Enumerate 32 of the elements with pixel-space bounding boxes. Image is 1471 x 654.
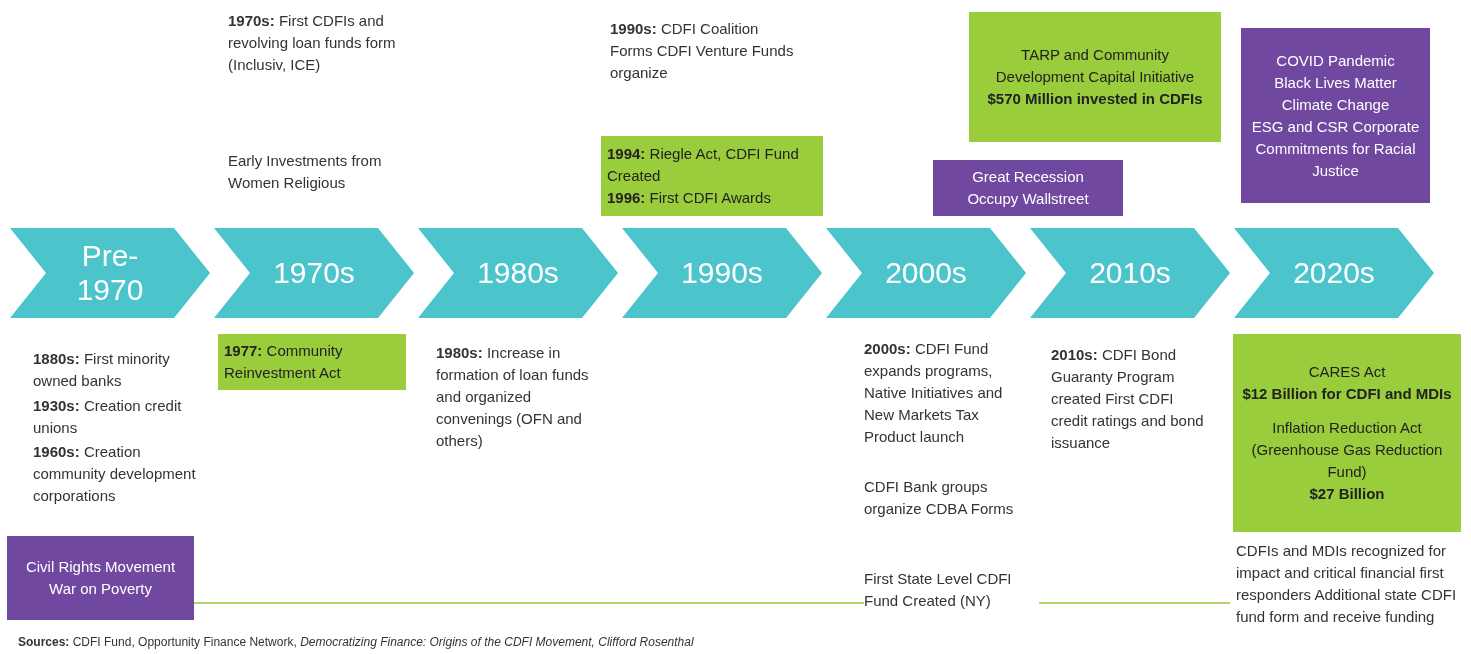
event-box [218, 334, 406, 390]
event-text: Inflation Reduction Act (Greenhouse Gas Reduction Fund) [1250, 418, 1444, 482]
event-text: COVID Pandemic [1275, 50, 1396, 71]
sources-note: Sources: CDFI Fund, Opportunity Finance Network, Democratizing Finance: Origins of the CDFI Movement, Clifford Rosenthal [18, 634, 694, 650]
decade-label: 2020s [1293, 256, 1375, 290]
event-text: Occupy Wallstreet [966, 189, 1090, 209]
event-text: War on Poverty [48, 579, 153, 599]
event-box [933, 160, 1123, 216]
event-text: ESG and CSR Corporate Commitments for Racial Justice [1250, 116, 1421, 181]
event-text: $12 Billion for CDFI and MDIs [1241, 384, 1453, 404]
event-text: 1996: First CDFI Awards [607, 188, 772, 208]
event-text: Black Lives Matter [1273, 72, 1398, 93]
decade-label: 1990s [681, 256, 763, 290]
event-box [1241, 28, 1430, 203]
event-text: 1977: Community Reinvestment Act [224, 341, 344, 383]
decade-label: 1970s [273, 256, 355, 290]
event-text: CARES Act [1307, 362, 1387, 382]
event-text: Civil Rights Movement [24, 557, 177, 577]
event-text: Great Recession [971, 167, 1085, 187]
event-text: 1994: Riegle Act, CDFI Fund Created [607, 144, 800, 186]
decade-label: Pre-1970 [75, 239, 145, 307]
event-box [1233, 334, 1461, 532]
decade-label: 2010s [1089, 256, 1171, 290]
event-text: Climate Change [1280, 94, 1391, 115]
decade-label: 2000s [885, 256, 967, 290]
event-text: $570 Million invested in CDFIs [986, 89, 1204, 109]
event-box [601, 136, 823, 216]
decade-label: 1980s [477, 256, 559, 290]
event-box [969, 12, 1221, 142]
event-box [7, 536, 194, 620]
event-text: TARP and Community Development Capital Initiative [994, 45, 1196, 87]
event-text: $27 Billion [1308, 484, 1386, 504]
